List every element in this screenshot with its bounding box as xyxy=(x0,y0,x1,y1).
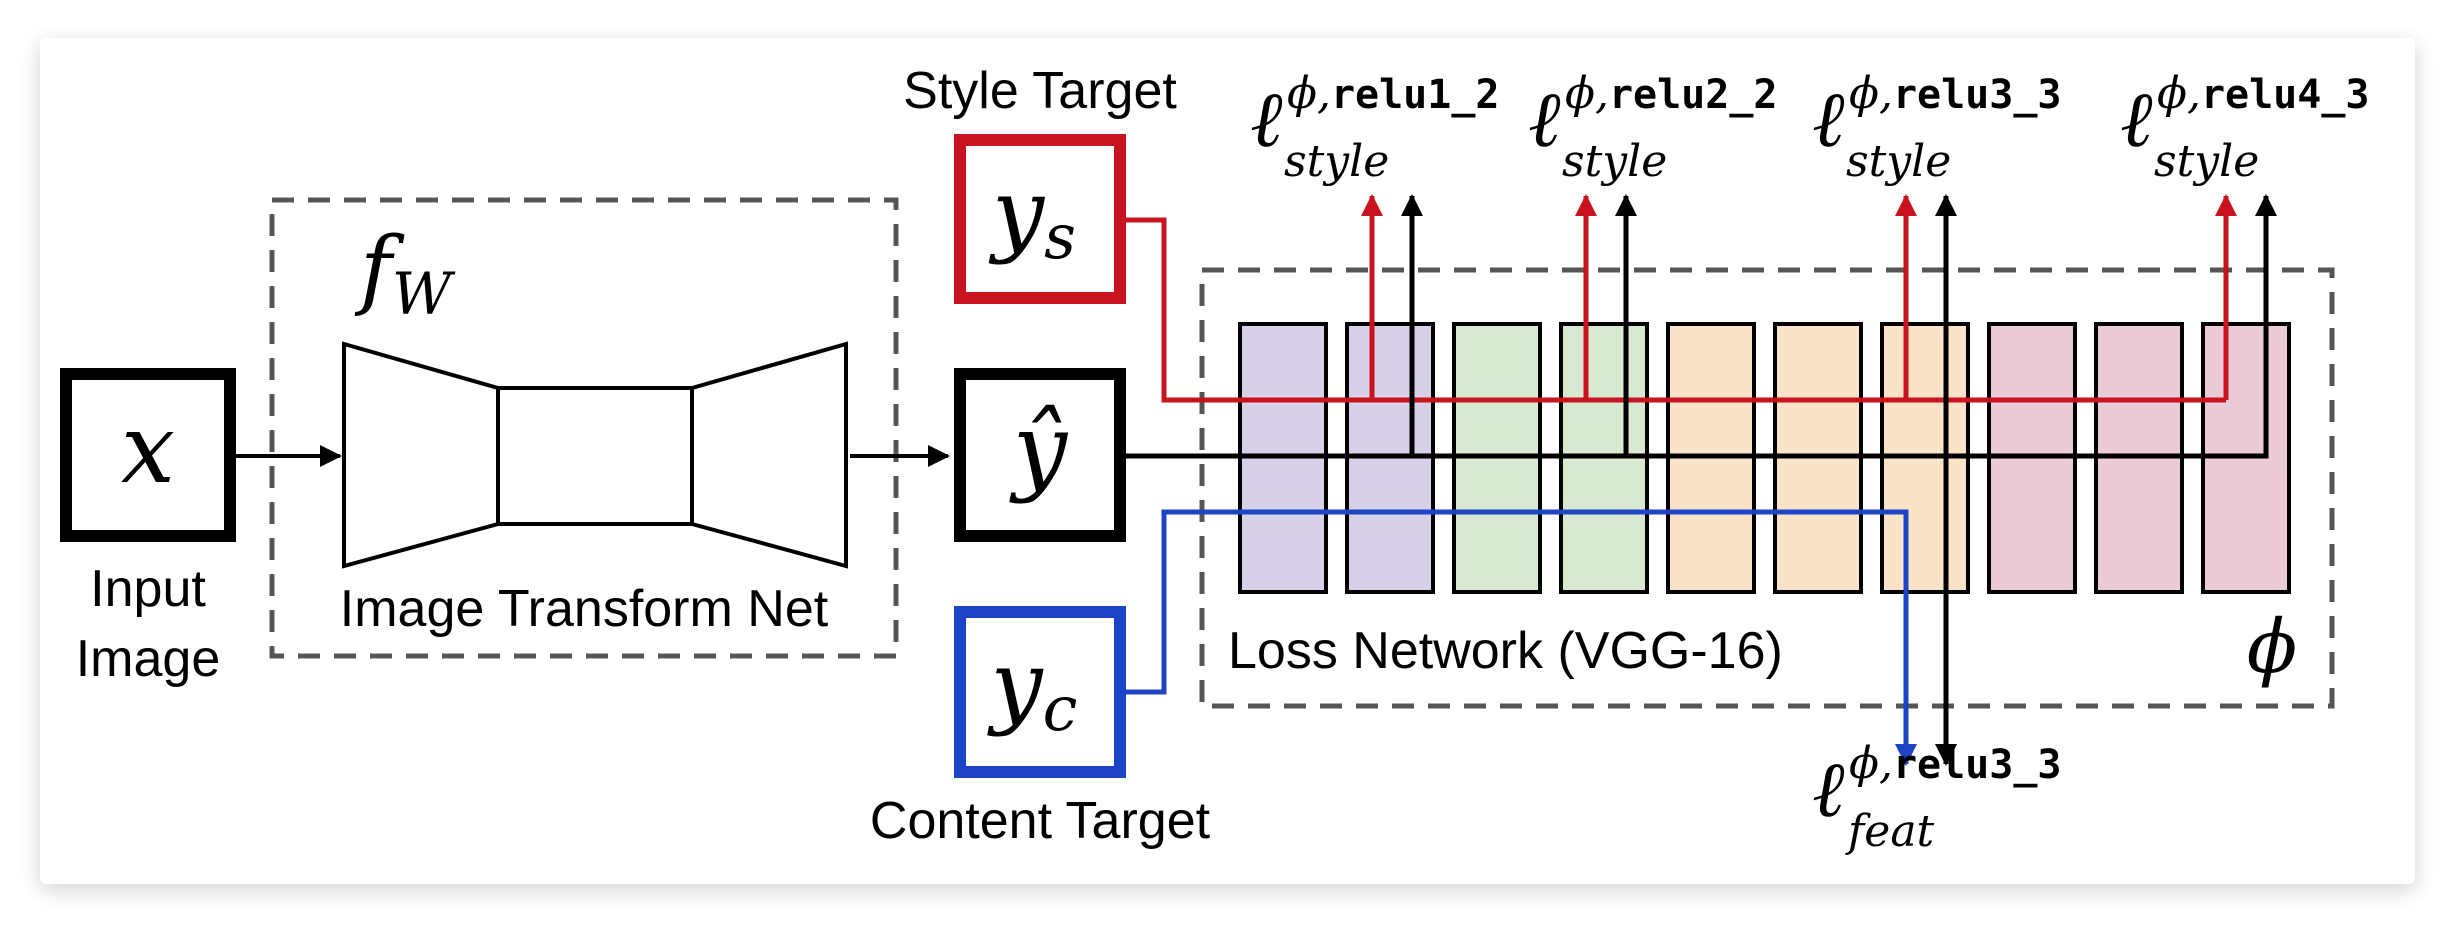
style-target-label: Style Target xyxy=(903,62,1177,120)
output-image-box xyxy=(954,368,1126,542)
style-loss-label-4: ℓ ϕ,relu4_3 style xyxy=(2120,68,2374,187)
content-target-label: Content Target xyxy=(870,792,1211,850)
style-loss-label-2: ℓ ϕ,relu2_2 style xyxy=(1528,68,1782,187)
transform-net-shape xyxy=(342,341,848,569)
loss-network-dashed-box xyxy=(1199,267,2335,709)
input-image-label-line1: Input xyxy=(90,560,206,618)
output-symbol: ŷ xyxy=(1009,393,1069,505)
feature-loss-label: ℓ ϕ,relu3_3 feat xyxy=(1812,738,2066,857)
style-loss-label-1: ℓ ϕ,relu1_2 style xyxy=(1250,68,1504,187)
style-target-symbol: ys xyxy=(988,159,1076,273)
input-symbol: x xyxy=(121,393,175,505)
style-loss-label-3: ℓ ϕ,relu3_3 style xyxy=(1812,68,2066,187)
content-target-box xyxy=(954,606,1126,778)
transform-net-symbol: fW xyxy=(354,219,456,328)
content-path-line xyxy=(1126,509,1917,766)
loss-network-label: Loss Network (VGG-16) xyxy=(1228,622,1783,680)
style-path-line xyxy=(1126,217,2226,403)
style-target-box xyxy=(954,134,1126,304)
style-taps-red xyxy=(1361,194,2237,400)
loss-network-phi: ϕ xyxy=(2247,604,2297,690)
input-image-box xyxy=(60,368,236,542)
content-target-symbol: yc xyxy=(987,631,1078,745)
transform-net-label: Image Transform Net xyxy=(340,580,829,638)
style-loss-labels: ℓ ϕ,relu1_2 style ℓ ϕ,relu2_2 style ℓ ϕ,… xyxy=(1250,68,2374,187)
input-image-label-line2: Image xyxy=(76,630,221,688)
output-path-line xyxy=(1126,194,2277,459)
output-taps-black xyxy=(1401,194,1957,766)
